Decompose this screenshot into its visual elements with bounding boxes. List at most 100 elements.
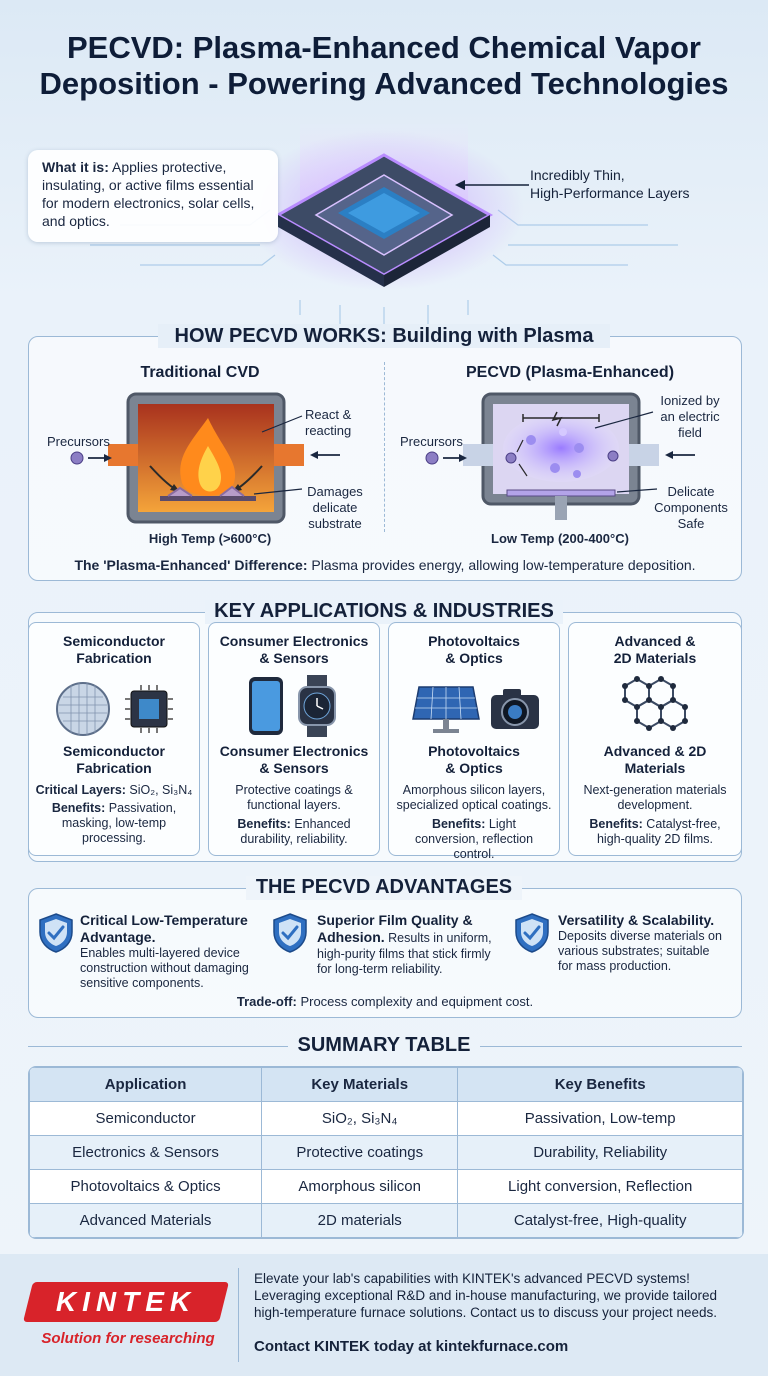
table-cell: Light conversion, Reflection (457, 1169, 743, 1204)
safe-line-3: Safe (677, 516, 705, 531)
card-benefits-label: Benefits: (237, 817, 291, 831)
card-top-line-1: Photovoltaics (428, 633, 520, 649)
kintek-logo[interactable]: KINTEK (23, 1282, 229, 1322)
card-description: Critical Layers: SiO₂, Si₃N₄ (29, 783, 199, 798)
table-cell: Advanced Materials (29, 1203, 263, 1238)
camera-icon (491, 689, 539, 729)
card-mid-line-1: Semiconductor (63, 743, 165, 759)
damage-line-2: delicate (312, 500, 358, 515)
chip-icon (125, 685, 173, 733)
card-desc-text: SiO₂, Si₃N₄ (125, 783, 193, 797)
difference-label: The 'Plasma-Enhanced' Difference: (74, 557, 308, 573)
column-header: Key Materials (261, 1067, 459, 1102)
logo-tagline: Solution for researching (41, 1330, 215, 1347)
advantage-versatility: Versatility & Scalability. Deposits dive… (558, 912, 738, 974)
card-mid-title: Semiconductor Fabrication (29, 743, 199, 777)
callout-arrow-icon (455, 180, 529, 190)
shield-check-icon (273, 913, 307, 953)
application-card-electronics: Consumer Electronics & Sensors Consumer … (208, 622, 380, 856)
shield-check-icon (39, 913, 73, 953)
summary-rule-right (480, 1046, 742, 1047)
advantage-text-1: high-purity films that stick firmly (317, 947, 491, 961)
callout-line-1: Incredibly Thin, (530, 167, 625, 183)
table-cell: Electronics & Sensors (29, 1135, 263, 1170)
table-cell: Durability, Reliability (457, 1135, 743, 1170)
react-line-1: React & (305, 407, 352, 422)
advantage-heading-1: Superior Film Quality & (317, 912, 473, 928)
card-mid-title: Consumer Electronics & Sensors (209, 743, 379, 777)
card-mid-title: Photovoltaics & Optics (389, 743, 559, 777)
card-benefits-text: Catalyst-free, high-quality 2D films. (596, 817, 721, 846)
card-benefits: Benefits: Light conversion, reflection c… (389, 817, 559, 862)
column-header: Key Benefits (457, 1067, 743, 1102)
traditional-cvd-heading: Traditional CVD (140, 364, 260, 381)
card-description: Amorphous silicon layers, specialized op… (389, 783, 559, 813)
application-card-photovoltaics: Photovoltaics & Optics Photovoltaics & O… (388, 622, 560, 861)
card-mid-title: Advanced & 2D Materials (569, 743, 741, 777)
pecvd-precursors-label: Precursors (400, 434, 463, 449)
card-mid-line-1: Advanced & 2D (603, 743, 707, 759)
card-top-title: Photovoltaics & Optics (389, 633, 559, 667)
summary-title: SUMMARY TABLE (297, 1034, 471, 1056)
how-divider (384, 362, 385, 532)
ionized-line-1: Ionized by (660, 393, 720, 408)
safe-line-2: Components (654, 500, 728, 515)
what-it-is-box: What it is: Applies protective, insulati… (28, 150, 278, 242)
advantage-text-1: Enables multi-layered device (80, 946, 240, 960)
what-it-is-text: Applies protective, insulating, or activ… (42, 159, 255, 229)
advantage-text-3: for mass production. (558, 959, 672, 973)
components-safe-label: Delicate Components Safe (646, 484, 736, 532)
damage-line-1: Damages (307, 484, 363, 499)
applications-title: KEY APPLICATIONS & INDUSTRIES (214, 600, 554, 622)
card-mid-line-2: Materials (624, 760, 686, 776)
tradeoff-label: Trade-off: (236, 994, 297, 1009)
callout-line-2: High-Performance Layers (530, 185, 690, 201)
card-benefits: Benefits: Passivation, masking, low-temp… (29, 801, 199, 846)
application-card-semiconductor: Semiconductor Fabrication Semiconductor … (28, 622, 200, 856)
summary-rule-left (28, 1046, 288, 1047)
card-desc-text: Protective coatings & functional layers. (235, 783, 353, 812)
title-line-1: PECVD: Plasma-Enhanced Chemical Vapor (67, 30, 701, 65)
card-description: Next-generation materials development. (569, 783, 741, 813)
advantages-title-backdrop (246, 876, 522, 900)
how-title: HOW PECVD WORKS: Building with Plasma (174, 325, 594, 347)
card-desc-text: Next-generation materials development. (583, 783, 727, 812)
ionized-label: Ionized by an electric field (650, 393, 730, 441)
card-top-title: Semiconductor Fabrication (29, 633, 199, 667)
card-benefits-label: Benefits: (51, 801, 106, 815)
advantages-title: THE PECVD ADVANTAGES (255, 876, 513, 898)
table-cell: 2D materials (261, 1203, 459, 1238)
contact-link[interactable]: Contact KINTEK today at kintekfurnace.co… (254, 1338, 569, 1355)
smartphone-icon (249, 677, 283, 735)
table-cell: Catalyst-free, High-quality (457, 1203, 743, 1238)
table-header-row: Application Key Materials Key Benefits (29, 1067, 743, 1102)
footer-line-1: Elevate your lab's capabilities with KIN… (254, 1271, 690, 1286)
card-top-title: Advanced & 2D Materials (569, 633, 741, 667)
react-label: React & reacting (305, 407, 375, 439)
table-cell: Amorphous silicon (261, 1169, 459, 1204)
card-top-line-1: Semiconductor (63, 633, 165, 649)
advantage-low-temp: Critical Low-Temperature Advantage. Enab… (80, 912, 265, 991)
advantage-heading-2: Adhesion. (317, 929, 385, 945)
table-row: Advanced Materials 2D materials Catalyst… (29, 1203, 743, 1238)
advantage-text-2: construction without damaging (80, 961, 249, 975)
plasma-difference-note: The 'Plasma-Enhanced' Difference: Plasma… (28, 557, 742, 573)
card-top-line-2: & Sensors (259, 650, 329, 666)
page-title: PECVD: Plasma-Enhanced Chemical Vapor De… (0, 30, 768, 102)
card-benefits-label: Benefits: (589, 817, 643, 831)
card-top-line-2: & Optics (445, 650, 503, 666)
logo-text: KINTEK (55, 1286, 197, 1317)
wafer-icon (56, 682, 110, 736)
traditional-cvd-diagram (70, 392, 340, 524)
tradeoff-text: Process complexity and equipment cost. (296, 994, 534, 1009)
card-benefits: Benefits: Catalyst-free, high-quality 2D… (569, 817, 741, 847)
thin-layers-callout: Incredibly Thin, High-Performance Layers (530, 166, 750, 202)
table-cell: SiO₂, Si₃N₄ (261, 1101, 459, 1136)
card-desc-label: Critical Layers: (35, 783, 126, 797)
card-desc-text: Amorphous silicon layers, specialized op… (396, 783, 552, 812)
table-row: Photovoltaics & Optics Amorphous silicon… (29, 1169, 743, 1204)
card-benefits-text: Passivation, masking, low-temp processin… (61, 801, 177, 845)
advantage-heading-1: Critical Low-Temperature (80, 912, 248, 928)
footer-line-3: high-temperature furnace solutions. Cont… (254, 1305, 717, 1320)
chip-hero-illustration (90, 115, 678, 327)
